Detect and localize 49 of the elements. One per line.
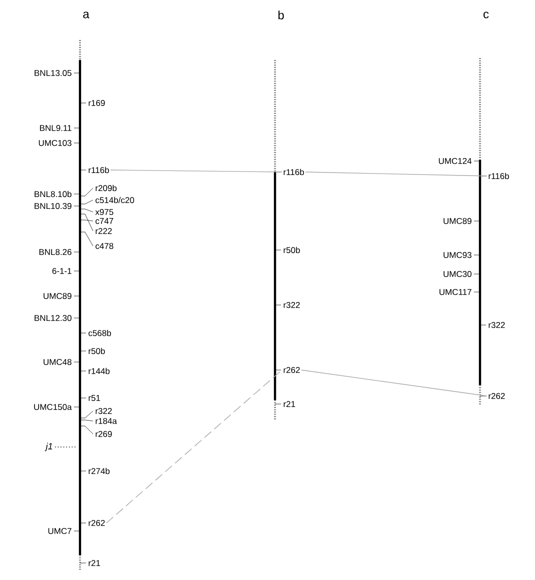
marker-label: r322 (80, 408, 112, 418)
column-heading: b (278, 10, 284, 20)
marker-label: r274b (80, 468, 110, 474)
marker-label: r184a (80, 418, 117, 424)
marker-label: UMC103 (38, 140, 80, 146)
marker-label: r262 (274, 367, 300, 373)
marker-label: UMC7 (48, 528, 80, 534)
marker-label: r50b (274, 246, 300, 254)
marker-label: 6-1-1 (52, 268, 80, 274)
marker-label: r262 (480, 393, 505, 399)
marker-label: UMC30 (444, 271, 480, 277)
marker-label: r116b (480, 172, 509, 180)
marker-label: r21 (80, 560, 100, 566)
marker-label: r50b (80, 348, 105, 354)
connector-line (110, 170, 282, 172)
marker-label: r269 (80, 426, 112, 437)
marker-label: UMC48 (44, 359, 80, 365)
column-heading: a (83, 12, 90, 18)
marker-label: r116b (274, 168, 304, 176)
marker-label: r322 (480, 322, 505, 328)
column-heading: c (484, 12, 489, 18)
connector-line (106, 370, 282, 524)
gene-label: j1 (44, 442, 78, 452)
marker-label: r322 (274, 302, 300, 308)
marker-label: x975 (80, 208, 114, 215)
marker-label: r262 (80, 520, 105, 526)
connector-line (305, 172, 488, 176)
marker-label: BNL9.11 (40, 125, 80, 131)
marker-label: r21 (274, 401, 296, 407)
marker-label: UMC93 (444, 252, 480, 258)
marker-label: r116b (80, 166, 109, 174)
marker-label: BNL8.26 (39, 249, 80, 255)
marker-label: c514b/c20 (80, 196, 134, 204)
marker-label: BNL10.39 (34, 203, 80, 209)
marker-label: BNL12.30 (34, 315, 80, 321)
marker-label: r209b (80, 184, 117, 196)
marker-label: UMC89 (44, 293, 80, 299)
marker-label: BNL13.05 (34, 70, 80, 76)
marker-label: c747 (80, 218, 114, 224)
marker-label: UMC117 (440, 289, 480, 295)
marker-label: r144b (80, 368, 110, 374)
connector-line (301, 370, 488, 396)
marker-label: c568b (80, 330, 111, 336)
marker-label: UMC124 (438, 158, 480, 164)
marker-label: UMC150a (34, 404, 80, 410)
marker-label: UMC89 (444, 218, 480, 224)
marker-label: r51 (80, 395, 100, 401)
marker-label: BNL8.10b (34, 190, 80, 198)
marker-label: r169 (80, 100, 105, 106)
